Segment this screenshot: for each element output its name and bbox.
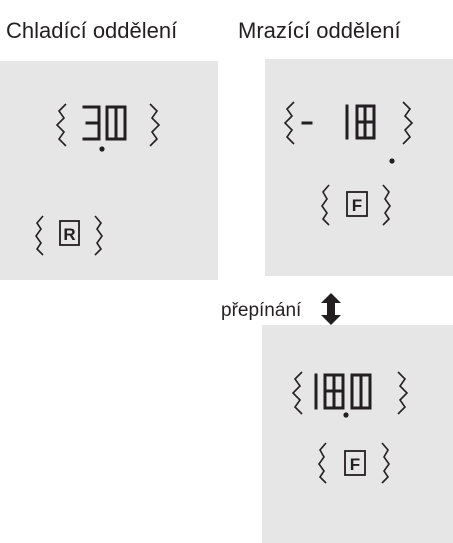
fridge-heading: Chladící oddělení: [6, 18, 178, 43]
blink-bracket-icon: [382, 184, 391, 226]
freezer-display-panel: F: [265, 59, 453, 276]
blink-bracket-icon: [55, 103, 67, 147]
decimal-point: [343, 412, 349, 418]
fridge-display-panel: R: [0, 61, 218, 280]
mode-indicator-icon: [344, 450, 366, 476]
mode-letter: R: [63, 225, 75, 244]
digit-0: [350, 373, 372, 410]
blink-bracket-icon: [402, 101, 414, 145]
blink-bracket-icon: [35, 215, 44, 256]
freezer-heading: Mrazící oddělení: [238, 18, 401, 43]
mode-indicator-icon: [59, 220, 80, 246]
blink-bracket-icon: [283, 101, 295, 145]
decimal-point: [389, 158, 395, 164]
fridge-mode-display: R: [35, 215, 103, 256]
digit-0: [105, 105, 127, 141]
super-mode-display: F: [318, 442, 390, 484]
blink-bracket-icon: [321, 184, 330, 226]
blink-bracket-icon: [291, 371, 303, 415]
digit-8: [355, 104, 376, 140]
digit-8: [323, 373, 345, 410]
blink-bracket-icon: [318, 442, 327, 484]
freezer-mode-display: F: [321, 184, 391, 226]
mode-indicator-icon: [346, 191, 368, 217]
blink-bracket-icon: [94, 215, 103, 256]
fridge-temp-display: [55, 103, 161, 152]
blink-bracket-icon: [397, 371, 409, 415]
blink-bracket-icon: [149, 103, 161, 147]
freezer-temp-display: [283, 101, 414, 164]
super-freeze-display-panel: F: [262, 325, 453, 543]
mode-letter: F: [350, 455, 360, 474]
blink-bracket-icon: [381, 442, 390, 484]
decimal-point: [99, 146, 105, 152]
switch-label: přepínání: [221, 300, 302, 321]
double-arrow-icon: [321, 293, 341, 325]
mode-letter: F: [352, 196, 362, 215]
digit-3: [82, 105, 101, 141]
super-temp-display: [291, 371, 409, 418]
